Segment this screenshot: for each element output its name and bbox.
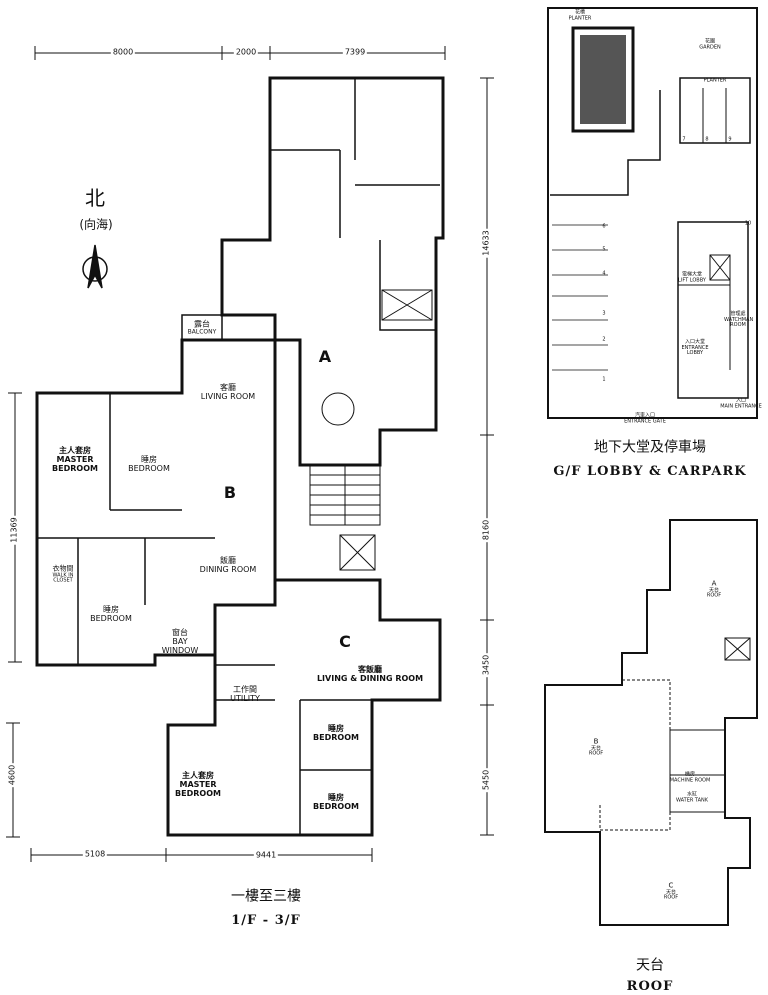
- unit-c-label: C: [339, 632, 351, 652]
- parking-space: 3: [602, 310, 606, 317]
- north-label: 北: [85, 186, 105, 210]
- parking-space: 4: [602, 270, 606, 277]
- unit-a-walls: [220, 76, 445, 467]
- gf-planter2: PLANTER: [703, 77, 727, 84]
- floor-plan-caption-en: 1/F - 3/F: [231, 912, 301, 928]
- dim-bottom-1: 5108: [82, 849, 108, 860]
- dim-top-2: 2000: [233, 47, 259, 58]
- floor-plan-caption-zh: 一樓至三樓: [231, 888, 301, 905]
- ground-floor-walls: [547, 7, 758, 419]
- parking-space: 8: [705, 136, 709, 143]
- unit-b-label: B: [223, 483, 237, 503]
- parking-space: 5: [602, 246, 606, 253]
- dim-top-3: 7399: [342, 47, 368, 58]
- parking-space: 10: [744, 220, 752, 227]
- dimension-lines: [6, 46, 494, 862]
- parking-space: 9: [728, 136, 732, 143]
- unit-a-label: A: [318, 347, 332, 367]
- gf-caption-zh: 地下大堂及停車場: [594, 439, 706, 456]
- dim-right-4: 5450: [481, 767, 492, 793]
- dim-top-1: 8000: [110, 47, 136, 58]
- gf-caption-en: G/F LOBBY & CARPARK: [553, 463, 747, 479]
- dim-left-1: 11369: [9, 515, 20, 545]
- dim-left-2: 4600: [7, 762, 18, 788]
- north-arrow-icon: [82, 244, 108, 289]
- roof-walls: [544, 519, 758, 926]
- parking-space: 2: [602, 336, 606, 343]
- roof-caption-zh: 天台: [636, 957, 664, 974]
- unit-b-walls: [35, 314, 277, 667]
- dim-right-2: 8160: [481, 517, 492, 543]
- parking-space: 1: [602, 376, 606, 383]
- parking-space: 6: [602, 223, 606, 230]
- parking-space: 7: [682, 136, 686, 143]
- north-sublabel: (向海): [79, 217, 113, 232]
- roof-caption-en: ROOF: [626, 978, 674, 994]
- lift-shaft: [381, 289, 433, 321]
- dim-right-1: 14633: [481, 228, 492, 258]
- dim-bottom-2: 9441: [253, 850, 279, 861]
- unit-c-walls: [166, 578, 442, 837]
- staircase: [309, 464, 381, 571]
- dim-right-3: 3450: [481, 652, 492, 678]
